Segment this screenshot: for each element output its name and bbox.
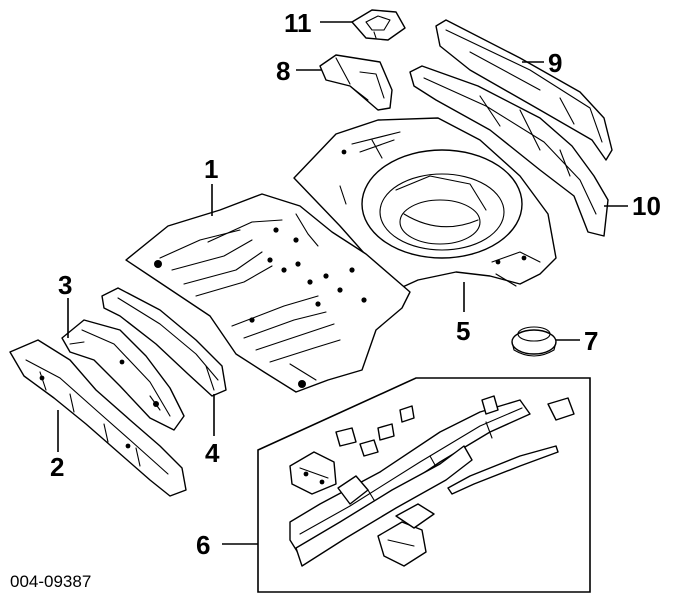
callout-10: 10 [632, 191, 661, 221]
callout-1: 1 [204, 154, 219, 184]
part-4-cross-sill [101, 287, 227, 397]
part-6-frame-rail-kit [257, 377, 591, 593]
part-10-rear-rail [409, 65, 609, 237]
callout-8: 8 [276, 56, 291, 86]
document-number: 004-09387 [10, 572, 92, 591]
part-2-side-rail [9, 339, 187, 497]
callout-9: 9 [548, 48, 563, 78]
part-11-bracket [351, 9, 406, 41]
part-3-crossmember [61, 319, 185, 431]
part-8-brace [319, 54, 393, 111]
callout-11: 11 [284, 8, 312, 38]
callout-7: 7 [584, 326, 599, 356]
callout-3: 3 [58, 270, 73, 300]
part-1-front-floor-pan [125, 193, 411, 393]
part-7-grommet [511, 326, 557, 357]
callout-6: 6 [196, 530, 211, 560]
part-5-rear-floor-pan [293, 117, 557, 291]
callout-2: 2 [50, 452, 65, 482]
part-9-rear-rail [435, 19, 613, 161]
callout-4: 4 [205, 438, 220, 468]
callout-5: 5 [456, 316, 471, 346]
